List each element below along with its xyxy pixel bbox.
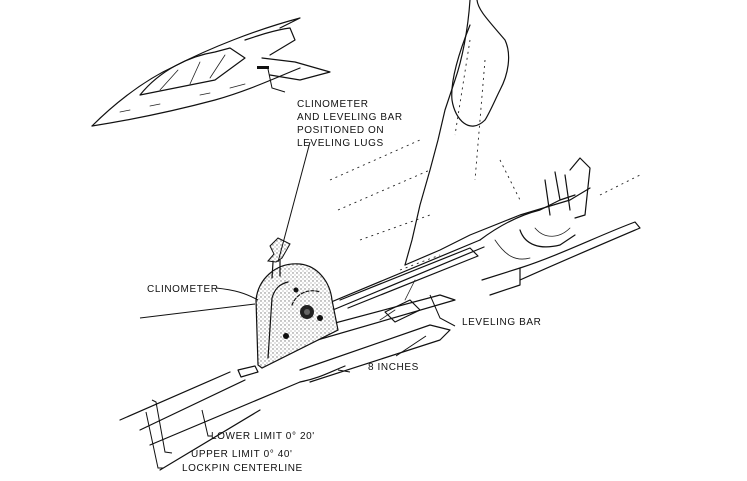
position-note-line-1: CLINOMETER	[297, 99, 369, 110]
fuselage-panel	[329, 0, 591, 271]
position-note-label: CLINOMETER AND LEVELING BAR POSITIONED O…	[297, 98, 437, 150]
clinometer-label: CLINOMETER	[147, 284, 219, 295]
leveling-bar-label: LEVELING BAR	[462, 317, 542, 328]
leveling-bar	[119, 239, 485, 471]
leader-lines	[139, 141, 456, 469]
clinometer	[255, 237, 339, 369]
distance-label: 8 INCHES	[368, 362, 419, 373]
lockpin-centerline-label: LOCKPIN CENTERLINE	[182, 463, 303, 474]
position-note-line-2: AND LEVELING BAR	[297, 112, 403, 123]
plumbing-assembly	[479, 157, 641, 296]
position-note-line-4: LEVELING LUGS	[297, 138, 384, 149]
lower-limit-label: LOWER LIMIT 0° 20'	[211, 431, 315, 442]
leveling-lug-marker	[257, 66, 269, 69]
position-note-line-3: POSITIONED ON	[297, 125, 385, 136]
aircraft-nose-inset	[91, 17, 331, 127]
upper-limit-label: UPPER LIMIT 0° 40'	[191, 449, 293, 460]
